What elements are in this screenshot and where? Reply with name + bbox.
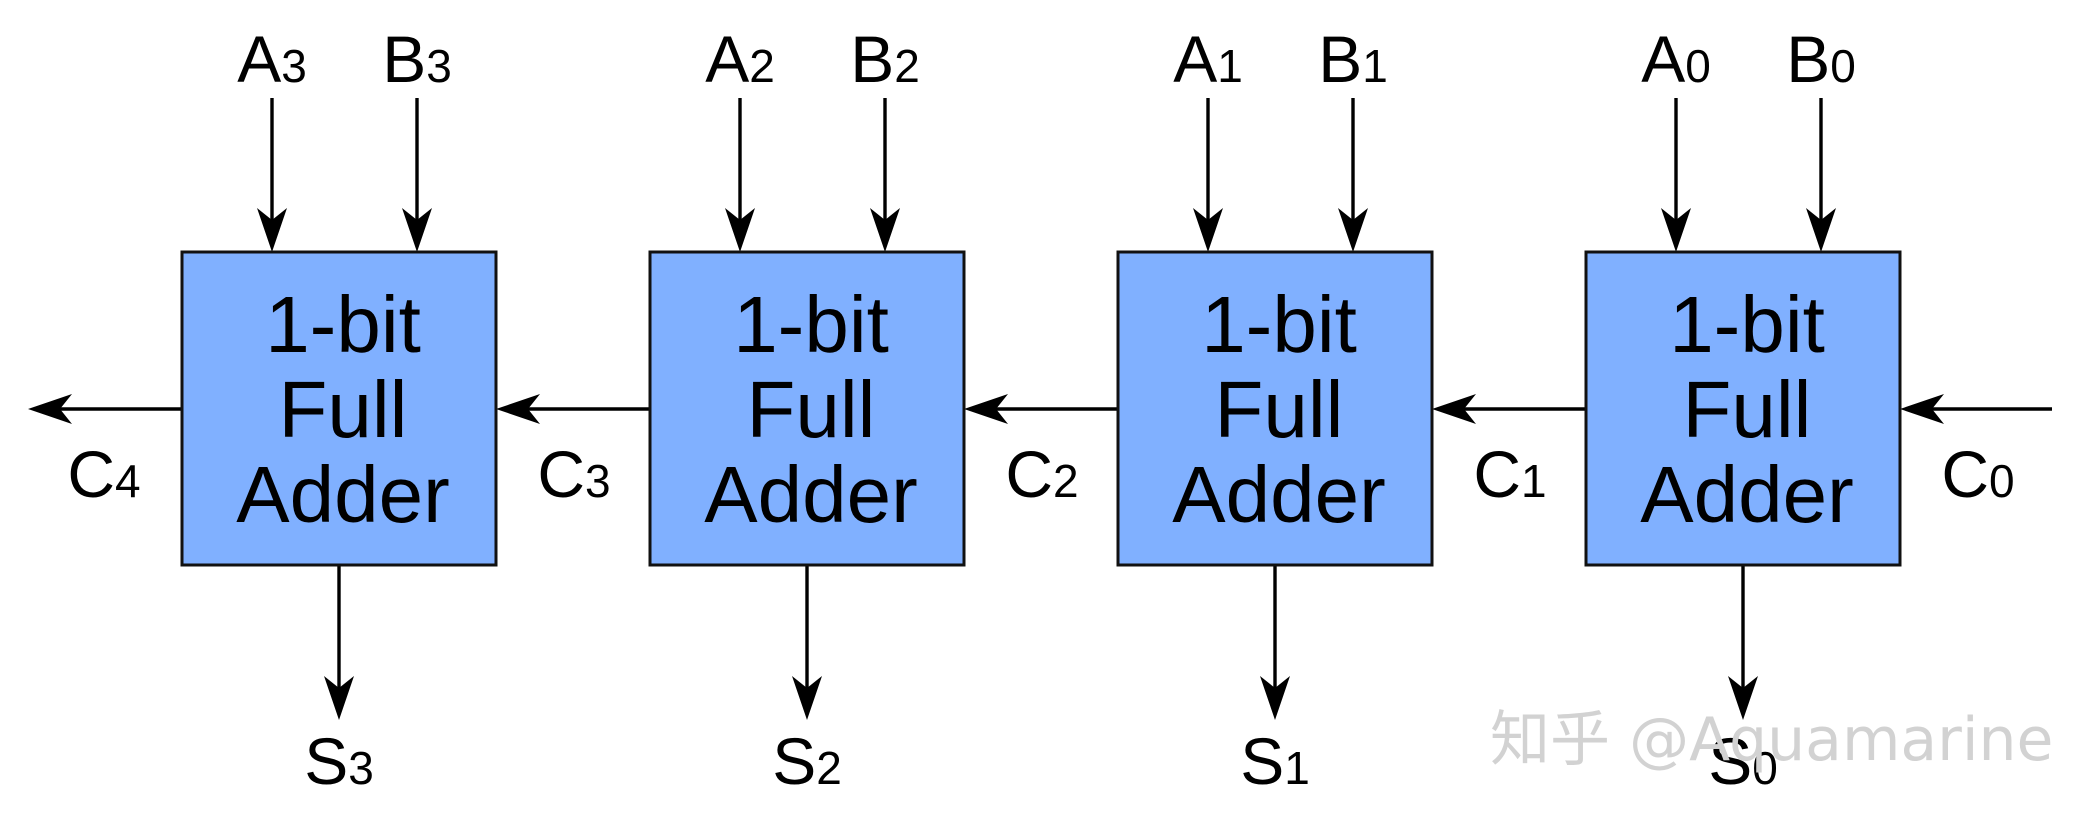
carry-in0-wire-arrowhead [1900, 394, 1944, 424]
sum0-label-subscript: 0 [1752, 742, 1778, 794]
carry-in3-label: C3 [537, 437, 610, 511]
sum2-wire-arrowhead [792, 676, 822, 720]
input-b3-label: B3 [382, 22, 452, 96]
input-a3-label-subscript: 3 [281, 40, 307, 92]
full-adder-label-line: Adder [704, 450, 917, 539]
sum3-label-main: S [304, 724, 348, 798]
full-adder-label-line: 1-bit [1201, 280, 1357, 369]
carry-out-label: C4 [67, 437, 140, 511]
full-adder-label-line: 1-bit [733, 280, 889, 369]
wires [28, 98, 2052, 720]
input-b2-wire-arrowhead [870, 208, 900, 252]
carry-in1-label-subscript: 1 [1521, 455, 1547, 507]
input-a2-label-subscript: 2 [749, 40, 775, 92]
full-adder-label-line: Full [279, 365, 408, 454]
carry-in2-label-subscript: 2 [1053, 455, 1079, 507]
input-a1-label-main: A [1173, 22, 1217, 96]
input-a3-label: A3 [237, 22, 307, 96]
full-adder-label-line: 1-bit [265, 280, 421, 369]
carry-out-label-subscript: 4 [115, 455, 141, 507]
input-a0-wire-arrowhead [1661, 208, 1691, 252]
input-b1-label-main: B [1318, 22, 1362, 96]
carry-in0-label-subscript: 0 [1989, 455, 2015, 507]
carry-in2-label: C2 [1005, 437, 1078, 511]
sum0-wire-arrowhead [1728, 676, 1758, 720]
full-adder-label-line: Full [1683, 365, 1812, 454]
full-adder-label-line: 1-bit [1669, 280, 1825, 369]
sum1-label-subscript: 1 [1284, 742, 1310, 794]
sum2-label-main: S [772, 724, 816, 798]
full-adder-label-line: Full [747, 365, 876, 454]
input-b2-label-subscript: 2 [894, 40, 920, 92]
input-b3-wire-arrowhead [402, 208, 432, 252]
full-adder-label-line: Adder [1640, 450, 1853, 539]
full-adder-label-line: Adder [1172, 450, 1385, 539]
input-b0-label: B0 [1786, 22, 1856, 96]
carry-in0-label: C0 [1941, 437, 2014, 511]
sum1-wire-arrowhead [1260, 676, 1290, 720]
watermark-text: 知乎 @Aquamarine [1490, 705, 2053, 775]
sum3-label-subscript: 3 [348, 742, 374, 794]
full-adder-label-line: Adder [236, 450, 449, 539]
carry-in0-label-main: C [1941, 437, 1989, 511]
input-a3-wire-arrowhead [257, 208, 287, 252]
input-b1-wire-arrowhead [1338, 208, 1368, 252]
carry-in1-label-main: C [1473, 437, 1521, 511]
input-a0-label-subscript: 0 [1685, 40, 1711, 92]
sum1-label-main: S [1240, 724, 1284, 798]
adder-blocks: 1-bitFullAdder1-bitFullAdder1-bitFullAdd… [180, 250, 1902, 567]
sum0-label-main: S [1708, 724, 1752, 798]
input-a1-wire-arrowhead [1193, 208, 1223, 252]
carry-in2-wire-arrowhead [964, 394, 1008, 424]
sum2-label-subscript: 2 [816, 742, 842, 794]
input-b3-label-subscript: 3 [426, 40, 452, 92]
full-adder-label-line: Full [1215, 365, 1344, 454]
input-a0-label-main: A [1641, 22, 1685, 96]
carry-in3-label-subscript: 3 [585, 455, 611, 507]
sum0-label: S0 [1708, 724, 1778, 798]
sum3-wire-arrowhead [324, 676, 354, 720]
input-b2-label: B2 [850, 22, 920, 96]
full-adder-block-3 [180, 250, 498, 567]
input-b0-wire-arrowhead [1806, 208, 1836, 252]
carry-out-label-main: C [67, 437, 115, 511]
full-adder-block-0 [1584, 250, 1902, 567]
sum2-label: S2 [772, 724, 842, 798]
full-adder-block-2 [648, 250, 966, 567]
input-b0-label-subscript: 0 [1830, 40, 1856, 92]
input-b2-label-main: B [850, 22, 894, 96]
input-a3-label-main: A [237, 22, 281, 96]
input-a2-label: A2 [705, 22, 775, 96]
carry-in3-wire-arrowhead [496, 394, 540, 424]
input-b1-label: B1 [1318, 22, 1388, 96]
input-b1-label-subscript: 1 [1362, 40, 1388, 92]
sum1-label: S1 [1240, 724, 1310, 798]
input-a2-label-main: A [705, 22, 749, 96]
carry-in1-label: C1 [1473, 437, 1546, 511]
input-b0-label-main: B [1786, 22, 1830, 96]
input-a1-label: A1 [1173, 22, 1243, 96]
sum3-label: S3 [304, 724, 374, 798]
carry-in2-label-main: C [1005, 437, 1053, 511]
input-a2-wire-arrowhead [725, 208, 755, 252]
input-a1-label-subscript: 1 [1217, 40, 1243, 92]
carry-in3-label-main: C [537, 437, 585, 511]
carry-out-wire-arrowhead [28, 394, 72, 424]
input-a0-label: A0 [1641, 22, 1711, 96]
carry-in1-wire-arrowhead [1432, 394, 1476, 424]
input-b3-label-main: B [382, 22, 426, 96]
full-adder-block-1 [1116, 250, 1434, 567]
